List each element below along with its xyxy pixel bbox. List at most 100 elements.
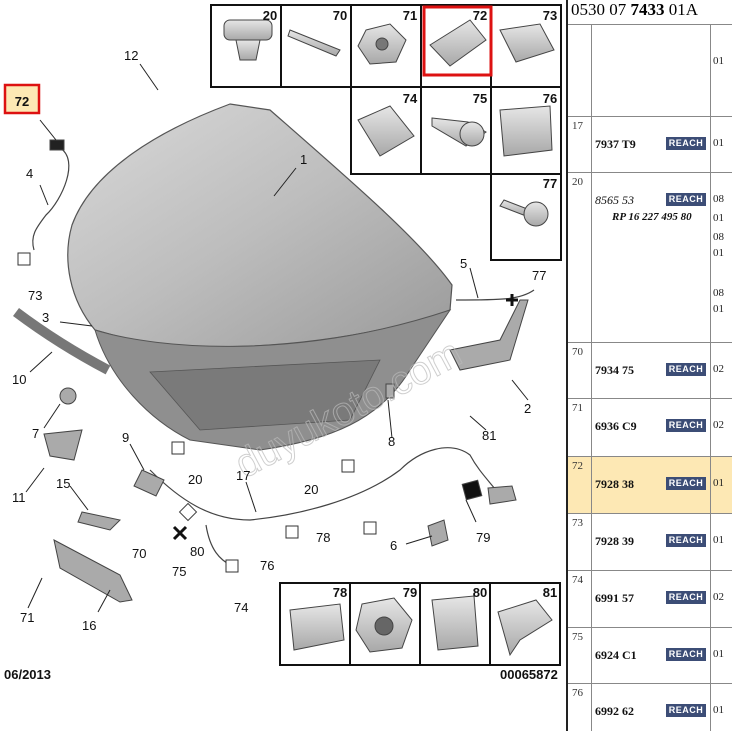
- cell-num-78: 78: [333, 585, 347, 600]
- cell-num-74: 74: [403, 91, 418, 106]
- selected-cell-highlight: [422, 5, 493, 77]
- detail-part-shapes: [223, 19, 555, 227]
- quantity-column: 01: [710, 514, 732, 570]
- callout-6: 6: [390, 538, 397, 553]
- misc-parts: [43, 139, 529, 603]
- cell-num-80: 80: [473, 585, 487, 600]
- callout-74: 74: [234, 600, 248, 615]
- callout-75: 75: [172, 564, 186, 579]
- callout-77: 77: [532, 268, 546, 283]
- callout-squares: [17, 252, 377, 573]
- callout-11: 11: [12, 490, 26, 505]
- callout-17: 17: [236, 468, 250, 483]
- part-item-number: 71: [568, 399, 592, 456]
- part-reference: 7937 T9: [595, 137, 636, 151]
- part-reference: 7934 75: [595, 363, 634, 377]
- callout-15: 15: [56, 476, 70, 491]
- quantity: 08: [713, 193, 724, 205]
- part-item-number: 17: [568, 117, 592, 172]
- part-item-number: 74: [568, 571, 592, 627]
- callout-73: 73: [28, 288, 42, 303]
- quantity: 01: [713, 477, 724, 489]
- quantity: 02: [713, 591, 724, 603]
- quantity-column: 01: [710, 117, 732, 172]
- cell-num-72: 72: [473, 8, 487, 23]
- quantity: 01: [713, 534, 724, 546]
- diagram-canvas: duyukoto.com 72 20 70 71 72 73 74 75 76 …: [3, 4, 562, 682]
- part-reference: 8565 53: [595, 193, 634, 207]
- selected-callout-box[interactable]: [3, 83, 41, 115]
- callout-1: 1: [300, 152, 307, 167]
- callout-20b: 20: [304, 482, 318, 497]
- quantity: 08: [713, 231, 724, 243]
- parts-diagram: duyukoto.com 72 20 70 71 72 73 74 75 76 …: [3, 4, 562, 682]
- callout-20a: 20: [188, 472, 202, 487]
- reach-badge: REACH: [666, 193, 706, 206]
- quantity: 01: [713, 212, 724, 224]
- cell-num-79: 79: [403, 585, 417, 600]
- quantity-column: 02: [710, 399, 732, 456]
- quantity: 01: [713, 648, 724, 660]
- cell-num-77: 77: [543, 176, 557, 191]
- quantity-column: 01: [710, 628, 732, 683]
- seal-strip: [13, 307, 111, 375]
- cell-num-73: 73: [543, 8, 557, 23]
- reach-badge: REACH: [666, 137, 706, 150]
- part-item-number: 76: [568, 684, 592, 731]
- part-item-number: 70: [568, 343, 592, 398]
- part-reference: 6992 62: [595, 704, 634, 718]
- part-reference: 6991 57: [595, 591, 634, 605]
- hood-panel: [67, 103, 453, 451]
- callout-76: 76: [260, 558, 274, 573]
- reach-badge: REACH: [666, 591, 706, 604]
- callout-70: 70: [132, 546, 146, 561]
- quantity-column: 01: [710, 457, 732, 513]
- quantity: 02: [713, 419, 724, 431]
- callout-81: 81: [482, 428, 496, 443]
- detail-part-shapes-bottom: [289, 595, 553, 657]
- callout-4: 4: [26, 166, 33, 181]
- quantity: 02: [713, 363, 724, 375]
- reach-badge: REACH: [666, 419, 706, 432]
- callout-78: 78: [316, 530, 330, 545]
- part-item-number: 73: [568, 514, 592, 570]
- callout-16: 16: [82, 618, 96, 633]
- quantity-column: 02: [710, 343, 732, 398]
- callout-8: 8: [388, 434, 395, 449]
- quantity: 01: [713, 247, 724, 259]
- part-item-number: 20: [568, 173, 592, 342]
- quantity-column: 02: [710, 571, 732, 627]
- callout-labels: 1 2 3 4 5 6 7 8 9 10 11 12 15 16 17 20 2…: [12, 48, 546, 633]
- assembly-number: 0530 07 7433 01A: [571, 0, 699, 19]
- quantity: 01: [713, 137, 724, 149]
- part-reference: 7928 39: [595, 534, 634, 548]
- part-reference: 6936 C9: [595, 419, 637, 433]
- reach-badge: REACH: [666, 648, 706, 661]
- callout-10: 10: [12, 372, 26, 387]
- quantity: 01: [713, 303, 724, 315]
- callout-7: 7: [32, 426, 39, 441]
- callout-9: 9: [122, 430, 129, 445]
- reach-badge: REACH: [666, 363, 706, 376]
- callout-5: 5: [460, 256, 467, 271]
- reach-badge: REACH: [666, 534, 706, 547]
- callout-71: 71: [20, 610, 34, 625]
- image-code: 00065872: [500, 667, 558, 682]
- callout-79: 79: [476, 530, 490, 545]
- reach-badge: REACH: [666, 477, 706, 490]
- cell-num-75: 75: [473, 91, 487, 106]
- cell-num-70: 70: [333, 8, 347, 23]
- cell-num-81: 81: [543, 585, 557, 600]
- selected-callout-label: 72: [15, 94, 29, 109]
